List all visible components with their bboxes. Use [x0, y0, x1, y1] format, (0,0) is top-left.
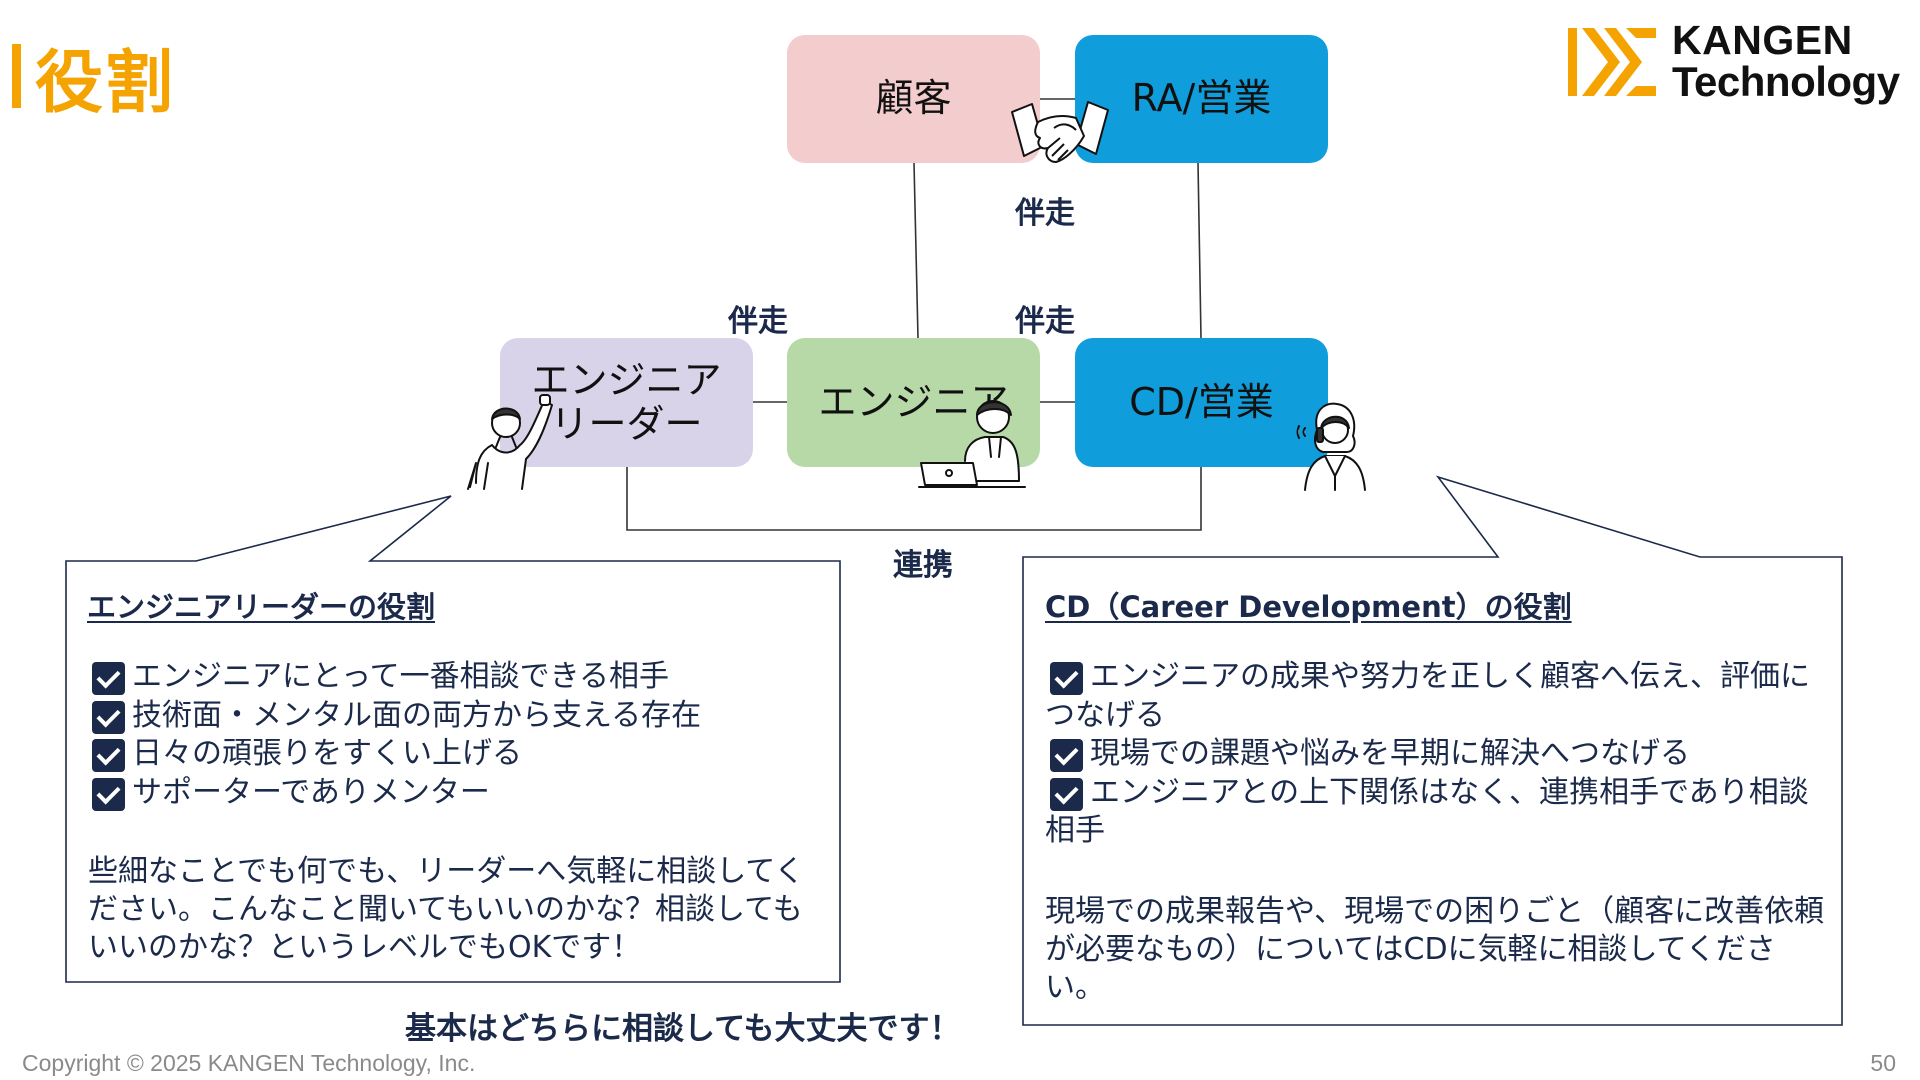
leader-role-checklist: エンジニアにとって一番相談できる相手 技術面・メンタル面の両方から支える存在 日… [88, 658, 828, 812]
node-client: 顧客 [787, 35, 1040, 163]
list-item: エンジニアにとって一番相談できる相手 [88, 658, 828, 697]
connector-leader-cd [626, 467, 1202, 531]
cd-role-note: 現場での成果報告や、現場での困りごと（顧客に改善依頼が必要なもの）についてはCD… [1045, 894, 1825, 1005]
list-item: 技術面・メンタル面の両方から支える存在 [88, 697, 828, 736]
list-item-text: エンジニアにとって一番相談できる相手 [132, 659, 669, 694]
phone-person-icon [1296, 402, 1366, 491]
summary-message: 基本はどちらに相談しても大丈夫です！ [405, 1011, 961, 1047]
list-item-text: 現場での課題や悩みを早期に解決へつなげる [1090, 736, 1690, 771]
list-item-text: エンジニアとの上下関係はなく、連携相手であり相談相手 [1045, 774, 1809, 849]
checkbox-icon [92, 777, 125, 811]
checkbox-icon [1050, 662, 1083, 695]
edge-label-leader-cd-link: 連携 [893, 548, 953, 583]
page-title: 役割 [35, 43, 176, 123]
edge-label-leader-engineer: 伴走 [728, 304, 788, 339]
connector-client-engineer [913, 162, 919, 339]
list-item-text: サポーターでありメンター [132, 774, 490, 810]
kangen-logo: KANGEN Technology [1566, 20, 1900, 103]
edge-label-engineer-cd: 伴走 [1015, 304, 1075, 339]
connector-ra-cd [1197, 162, 1202, 339]
edge-label-ra-cd: 伴走 [1015, 196, 1075, 231]
cd-role-checklist: エンジニアの成果や努力を正しく顧客へ伝え、評価につなげる 現場での課題や悩みを早… [1045, 658, 1815, 851]
list-item: エンジニアとの上下関係はなく、連携相手であり相談相手 [1045, 774, 1815, 851]
leader-role-title: エンジニアリーダーの役割 [87, 590, 436, 624]
list-item: サポーターでありメンター [88, 774, 828, 813]
list-item: エンジニアの成果や努力を正しく顧客へ伝え、評価につなげる [1045, 658, 1815, 735]
checkbox-icon [1050, 739, 1083, 772]
list-item: 現場での課題や悩みを早期に解決へつなげる [1045, 735, 1815, 774]
page-title-group: 役割 [12, 38, 175, 123]
list-item: 日々の頑張りをすくい上げる [88, 735, 828, 774]
node-cd-sales: CD/営業 [1075, 338, 1328, 467]
leader-role-note: 些細なことでも何でも、リーダーへ気軽に相談してください。こんなこと聞いてもいいの… [88, 854, 805, 965]
checkbox-icon [92, 739, 125, 772]
list-item-text: 日々の頑張りをすくい上げる [132, 736, 522, 771]
list-item-text: 技術面・メンタル面の両方から支える存在 [132, 697, 702, 733]
kangen-logo-icon [1568, 27, 1656, 96]
laptop-worker-icon [918, 400, 1026, 488]
node-ra-sales: RA/営業 [1075, 35, 1328, 163]
handshake-icon [1011, 101, 1109, 163]
title-accent-bar [12, 44, 21, 108]
checkbox-icon [1050, 777, 1083, 811]
cheering-person-icon [467, 394, 553, 490]
logo-line-2: Technology [1672, 58, 1900, 105]
page-number: 50 [1870, 1050, 1896, 1076]
copyright: Copyright © 2025 KANGEN Technology, Inc. [22, 1050, 476, 1076]
cd-role-title: CD（Career Development）の役割 [1045, 590, 1572, 624]
list-item-text: エンジニアの成果や努力を正しく顧客へ伝え、評価につなげる [1045, 659, 1810, 733]
checkbox-icon [92, 700, 125, 734]
logo-line-1: KANGEN [1672, 17, 1853, 63]
checkbox-icon [92, 662, 125, 695]
